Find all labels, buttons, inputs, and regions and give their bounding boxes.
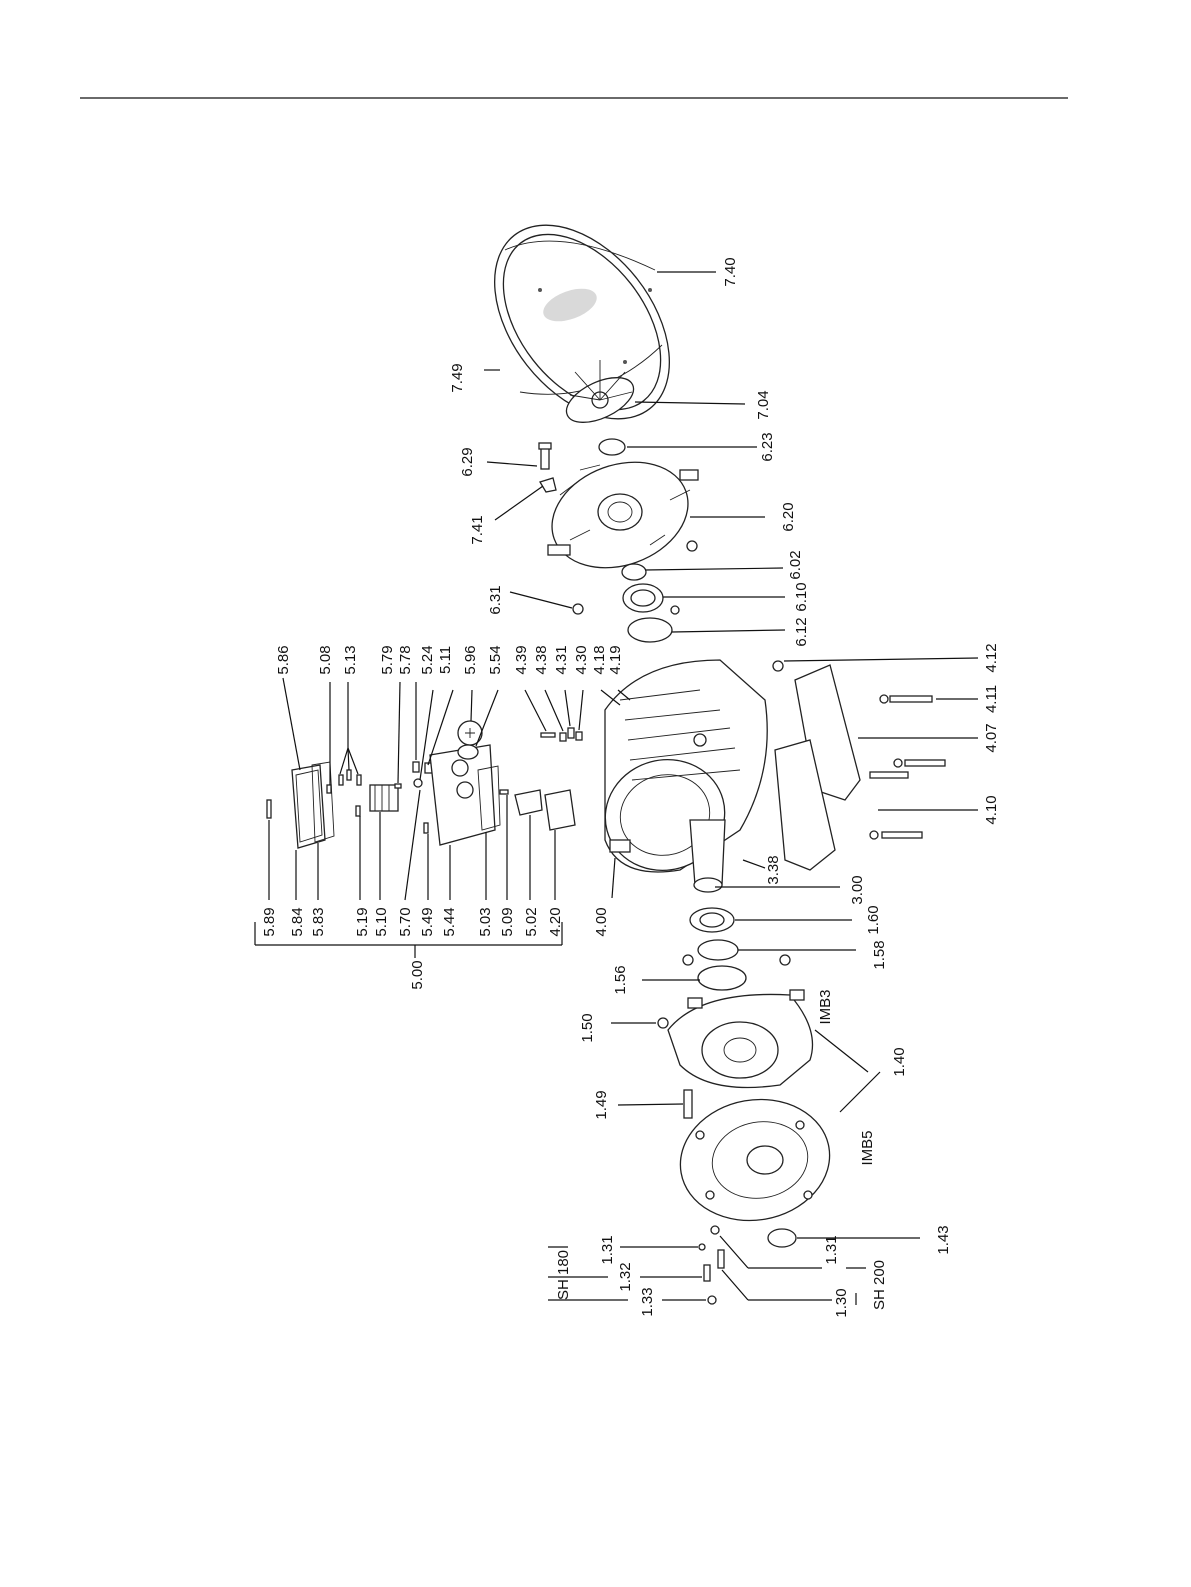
nut-drawing xyxy=(572,603,584,615)
spring-washer-drawing xyxy=(697,939,739,961)
callout-1-40: 1.40 xyxy=(891,1047,908,1076)
retaining-ring-drawing xyxy=(627,617,673,643)
callout-5-00: 5.00 xyxy=(409,960,426,989)
callout-4-07: 4.07 xyxy=(983,723,1000,752)
callout-5-84: 5.84 xyxy=(289,907,306,936)
callout-sh180: SH 180 xyxy=(555,1250,572,1300)
end-shield-nut-drawing xyxy=(657,1017,669,1029)
feet-drawing xyxy=(774,664,861,871)
imb3-end-shield-drawing xyxy=(667,989,814,1089)
callout-4-19: 4.19 xyxy=(607,645,624,674)
callout-1-43: 1.43 xyxy=(935,1225,952,1254)
bolt-drawing xyxy=(538,442,552,470)
callout-4-30: 4.30 xyxy=(573,645,590,674)
callout-1-60: 1.60 xyxy=(865,905,882,934)
callout-5-02: 5.02 xyxy=(523,907,540,936)
callout-5-44: 5.44 xyxy=(441,907,458,936)
circlip-drawing xyxy=(621,563,647,581)
callout-5-78: 5.78 xyxy=(397,645,414,674)
callout-4-31: 4.31 xyxy=(553,645,570,674)
callout-4-39: 4.39 xyxy=(513,645,530,674)
callout-1-33: 1.33 xyxy=(639,1287,656,1316)
washer-nut-a-drawing xyxy=(682,954,694,966)
fan-drawing xyxy=(565,360,635,423)
bearing-drawing xyxy=(622,583,664,613)
callout-imb3: IMB3 xyxy=(817,989,834,1024)
callout-5-96: 5.96 xyxy=(462,645,479,674)
callout-6-20: 6.20 xyxy=(780,502,797,531)
callout-1-32: 1.32 xyxy=(617,1262,634,1291)
callout-5-54: 5.54 xyxy=(487,645,504,674)
callout-6-31: 6.31 xyxy=(487,585,504,614)
callout-4-12: 4.12 xyxy=(983,643,1000,672)
callout-7-41: 7.41 xyxy=(469,515,486,544)
end-shield-bolt-drawing xyxy=(683,1089,693,1119)
callout-1-31-a: 1.31 xyxy=(599,1235,616,1264)
imb5-flange-drawing xyxy=(679,1098,831,1222)
end-shield-drawing xyxy=(547,461,699,569)
callout-5-89: 5.89 xyxy=(261,907,278,936)
washer-nut-b-drawing xyxy=(779,954,791,966)
callout-4-00: 4.00 xyxy=(593,907,610,936)
callout-5-03: 5.03 xyxy=(477,907,494,936)
callout-4-38: 4.38 xyxy=(533,645,550,674)
callout-1-30: 1.30 xyxy=(833,1288,850,1317)
callout-4-20: 4.20 xyxy=(547,907,564,936)
callout-5-09: 5.09 xyxy=(499,907,516,936)
callout-5-10: 5.10 xyxy=(373,907,390,936)
front-bearing-drawing xyxy=(689,907,735,933)
callout-5-11: 5.11 xyxy=(437,646,454,674)
foot-bolts-drawing xyxy=(869,694,946,840)
callout-imb5: IMB5 xyxy=(859,1130,876,1165)
terminal-box-drawing xyxy=(266,720,576,849)
callout-6-10: 6.10 xyxy=(793,582,810,611)
callout-6-02: 6.02 xyxy=(787,550,804,579)
callout-3-38: 3.38 xyxy=(765,855,782,884)
shaft-seal-drawing xyxy=(767,1228,797,1248)
callout-6-23: 6.23 xyxy=(759,432,776,461)
callout-5-13: 5.13 xyxy=(342,645,359,674)
foot-nut-drawing xyxy=(772,660,784,672)
box-mounting-parts-drawing xyxy=(540,727,583,742)
callout-6-29: 6.29 xyxy=(459,447,476,476)
small-nut-drawing xyxy=(670,605,680,615)
callout-4-11: 4.11 xyxy=(983,685,1000,713)
callout-1-58: 1.58 xyxy=(871,940,888,969)
callout-5-19: 5.19 xyxy=(354,907,371,936)
callout-1-50: 1.50 xyxy=(579,1013,596,1042)
callout-sh200: SH 200 xyxy=(871,1260,888,1310)
callout-3-00: 3.00 xyxy=(849,875,866,904)
callout-7-49: 7.49 xyxy=(449,363,466,392)
shaft-drawing xyxy=(689,819,726,893)
callout-5-86: 5.86 xyxy=(275,645,292,674)
callout-7-40: 7.40 xyxy=(722,257,739,286)
callout-5-24: 5.24 xyxy=(419,645,436,674)
callout-7-04: 7.04 xyxy=(755,390,772,419)
stator-frame-drawing xyxy=(604,659,768,873)
callout-5-49: 5.49 xyxy=(419,907,436,936)
callout-5-08: 5.08 xyxy=(317,645,334,674)
callout-5-79: 5.79 xyxy=(379,645,396,674)
callout-4-10: 4.10 xyxy=(983,795,1000,824)
callout-1-49: 1.49 xyxy=(593,1090,610,1119)
seal-ring-drawing xyxy=(598,438,626,456)
callout-labels: 7.40 7.49 7.04 6.23 6.29 7.41 6.20 6.02 6.31 6.10… xyxy=(261,257,1000,1317)
callout-6-12: 6.12 xyxy=(793,617,810,646)
callout-5-70: 5.70 xyxy=(397,907,414,936)
o-ring-drawing xyxy=(697,965,747,991)
leader-lines xyxy=(254,271,979,1305)
callout-5-83: 5.83 xyxy=(310,907,327,936)
callout-1-31-b: 1.31 xyxy=(823,1235,840,1264)
callout-1-56: 1.56 xyxy=(612,965,629,994)
bracket-drawing xyxy=(539,477,557,493)
grease-nipple-parts-drawing xyxy=(698,1225,725,1305)
fan-cover-drawing xyxy=(494,224,670,420)
callout-4-18: 4.18 xyxy=(591,645,608,674)
